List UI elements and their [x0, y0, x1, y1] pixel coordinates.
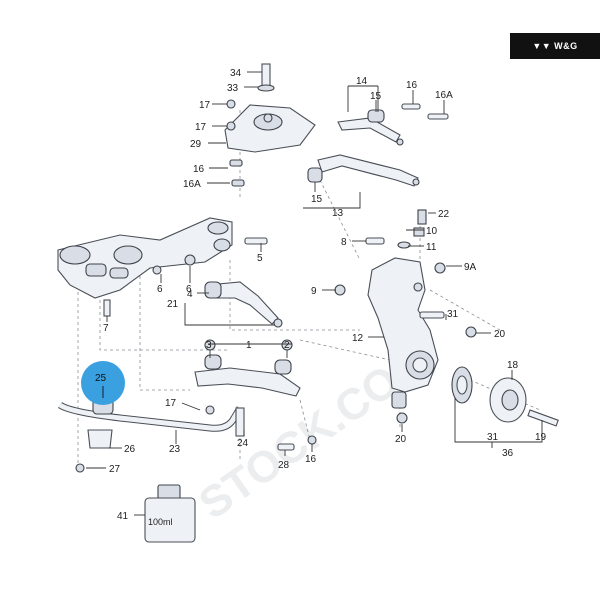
callout-9: 9	[311, 286, 317, 297]
brand-logo-icon: ▼▼	[532, 41, 552, 51]
callout-33: 33	[227, 83, 239, 94]
callout-31: 31	[487, 432, 499, 443]
callout-36: 36	[502, 448, 514, 459]
callout-6: 6	[157, 284, 163, 295]
callout-34: 34	[230, 68, 242, 79]
callout-20: 20	[395, 434, 407, 445]
callout-5: 5	[257, 253, 263, 264]
callout-16: 16	[406, 80, 418, 91]
callout-16a: 16A	[183, 179, 201, 190]
lower-wishbone-21	[204, 281, 279, 325]
callout-24: 24	[237, 438, 249, 449]
wheel-hub-assembly	[451, 366, 559, 427]
brand-badge: ▼▼ W&G	[510, 33, 600, 59]
strut-top-mount	[224, 63, 316, 153]
callout-17: 17	[165, 398, 177, 409]
callout-13: 13	[332, 208, 344, 219]
callout-2: 2	[284, 340, 290, 351]
callout-1: 1	[246, 340, 252, 351]
callout-28: 28	[278, 460, 290, 471]
callout-27: 27	[109, 464, 121, 475]
part-number-labels: 34 33 17 17 29 16 16A 14 15 16 16A 15 13…	[103, 68, 547, 522]
callout-9a: 9A	[464, 262, 477, 273]
callout-26: 26	[124, 444, 136, 455]
brand-name: W&G	[554, 41, 578, 51]
leader-lines	[86, 71, 543, 516]
callout-21: 21	[167, 299, 179, 310]
stabilizer-bar	[57, 397, 245, 449]
callout-16a: 16A	[435, 90, 453, 101]
fasteners	[75, 99, 477, 473]
subframe	[57, 217, 233, 299]
callout-22: 22	[438, 209, 450, 220]
callout-25: 25	[95, 373, 107, 384]
highlight-callout-25: 25	[81, 361, 125, 405]
callout-3: 3	[206, 340, 212, 351]
callout-7: 7	[103, 323, 109, 334]
callout-17: 17	[199, 100, 211, 111]
callout-15: 15	[311, 194, 323, 205]
bottle-label: 100ml	[148, 517, 173, 527]
callout-8: 8	[341, 237, 347, 248]
callout-19: 19	[535, 432, 547, 443]
callout-17: 17	[195, 122, 207, 133]
lower-control-arm	[194, 354, 301, 397]
callout-16: 16	[305, 454, 317, 465]
callout-11: 11	[426, 242, 437, 253]
callout-23: 23	[169, 444, 181, 455]
wheel-knuckle	[367, 257, 439, 409]
callout-14: 14	[356, 76, 368, 87]
callout-10: 10	[426, 226, 438, 237]
callout-41: 41	[117, 511, 129, 522]
upper-control-arms	[307, 109, 420, 187]
callout-16: 16	[193, 164, 205, 175]
callout-15: 15	[370, 91, 382, 102]
fluid-bottle: 100ml	[144, 484, 196, 543]
callout-18: 18	[507, 360, 519, 371]
callout-4: 4	[187, 289, 193, 300]
callout-12: 12	[352, 333, 364, 344]
callout-29: 29	[190, 139, 202, 150]
callout-6: 6	[186, 284, 192, 295]
callout-20: 20	[494, 329, 506, 340]
callout-31: 31	[447, 309, 459, 320]
